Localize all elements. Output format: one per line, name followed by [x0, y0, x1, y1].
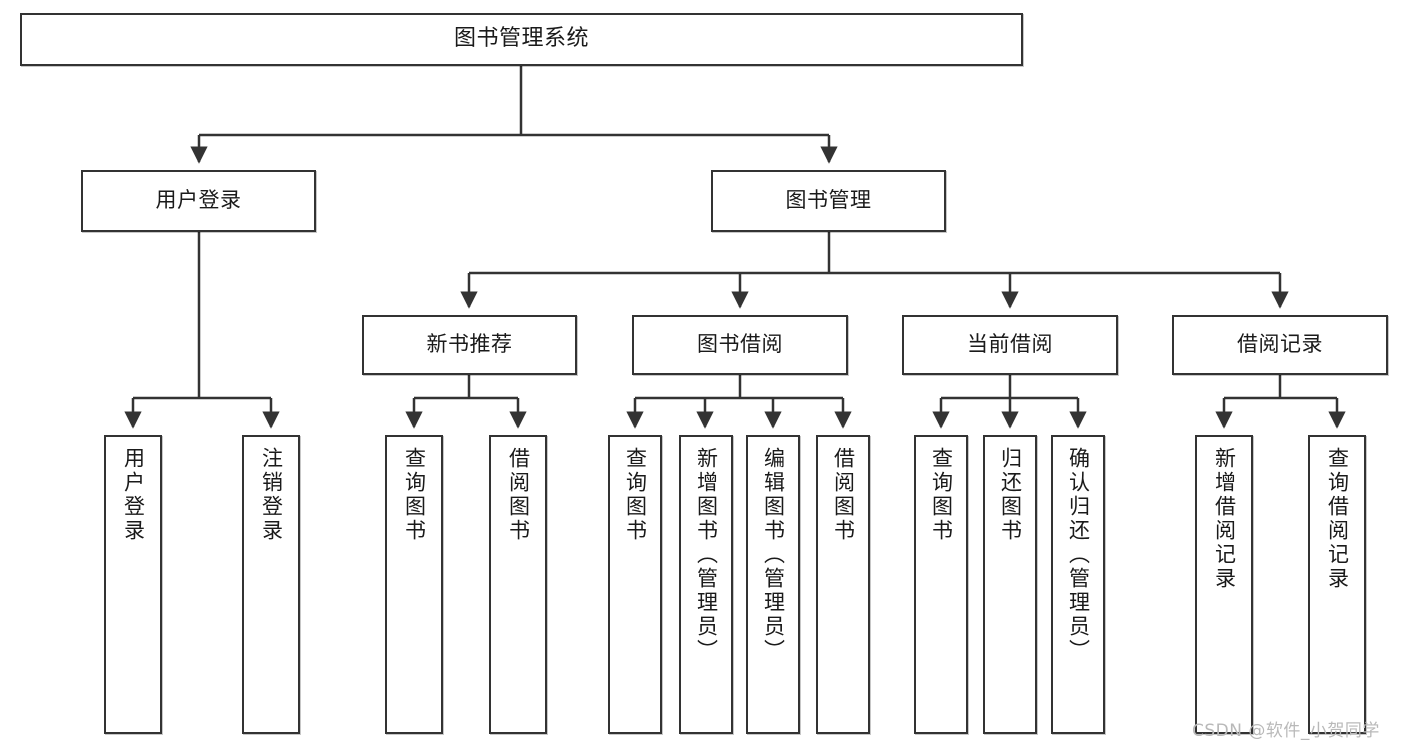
leaf-logout[interactable]: 注销登录	[242, 435, 300, 734]
node-book-management[interactable]: 图书管理	[711, 170, 946, 232]
leaf-return-book[interactable]: 归还图书	[983, 435, 1037, 734]
node-label: 用户登录	[121, 447, 146, 543]
node-current-borrowing[interactable]: 当前借阅	[902, 315, 1118, 375]
node-label: 新增借阅记录	[1212, 447, 1237, 591]
leaf-confirm-return-admin[interactable]: 确认归还（管理员）	[1051, 435, 1105, 734]
node-label: 查询图书	[402, 447, 427, 543]
leaf-query-book-borrowing[interactable]: 查询图书	[608, 435, 662, 734]
node-label: 图书管理	[785, 188, 872, 213]
node-label: 查询图书	[623, 447, 648, 543]
leaf-user-login[interactable]: 用户登录	[104, 435, 162, 734]
node-label: 图书管理系统	[453, 26, 589, 52]
node-label: 图书借阅	[697, 332, 783, 357]
leaf-add-borrow-record[interactable]: 新增借阅记录	[1195, 435, 1253, 734]
node-label: 当前借阅	[967, 332, 1053, 357]
node-label: 归还图书	[998, 447, 1023, 543]
leaf-query-borrow-record[interactable]: 查询借阅记录	[1308, 435, 1366, 734]
csdn-watermark: CSDN @软件_小贺同学	[1192, 721, 1380, 741]
node-label: 查询图书	[929, 447, 954, 543]
leaf-add-book-admin[interactable]: 新增图书（管理员）	[679, 435, 733, 734]
node-label: 确认归还（管理员）	[1066, 447, 1091, 663]
node-label: 借阅记录	[1237, 332, 1323, 357]
node-label: 注销登录	[259, 447, 284, 543]
node-borrowing-record[interactable]: 借阅记录	[1172, 315, 1388, 375]
node-label: 借阅图书	[831, 447, 856, 543]
node-label: 查询借阅记录	[1325, 447, 1350, 591]
node-label: 编辑图书（管理员）	[761, 447, 786, 663]
node-new-book-recommendation[interactable]: 新书推荐	[362, 315, 577, 375]
leaf-query-book-new-rec[interactable]: 查询图书	[385, 435, 443, 734]
leaf-borrow-book-borrowing[interactable]: 借阅图书	[816, 435, 870, 734]
node-label: 借阅图书	[506, 447, 531, 543]
node-user-login[interactable]: 用户登录	[81, 170, 316, 232]
leaf-query-book-current[interactable]: 查询图书	[914, 435, 968, 734]
node-label: 新增图书（管理员）	[694, 447, 719, 663]
leaf-borrow-book-new-rec[interactable]: 借阅图书	[489, 435, 547, 734]
node-label: 新书推荐	[426, 332, 513, 357]
leaf-edit-book-admin[interactable]: 编辑图书（管理员）	[746, 435, 800, 734]
node-book-borrowing[interactable]: 图书借阅	[632, 315, 848, 375]
node-label: 用户登录	[155, 188, 242, 213]
node-root-book-management-system[interactable]: 图书管理系统	[20, 13, 1023, 66]
